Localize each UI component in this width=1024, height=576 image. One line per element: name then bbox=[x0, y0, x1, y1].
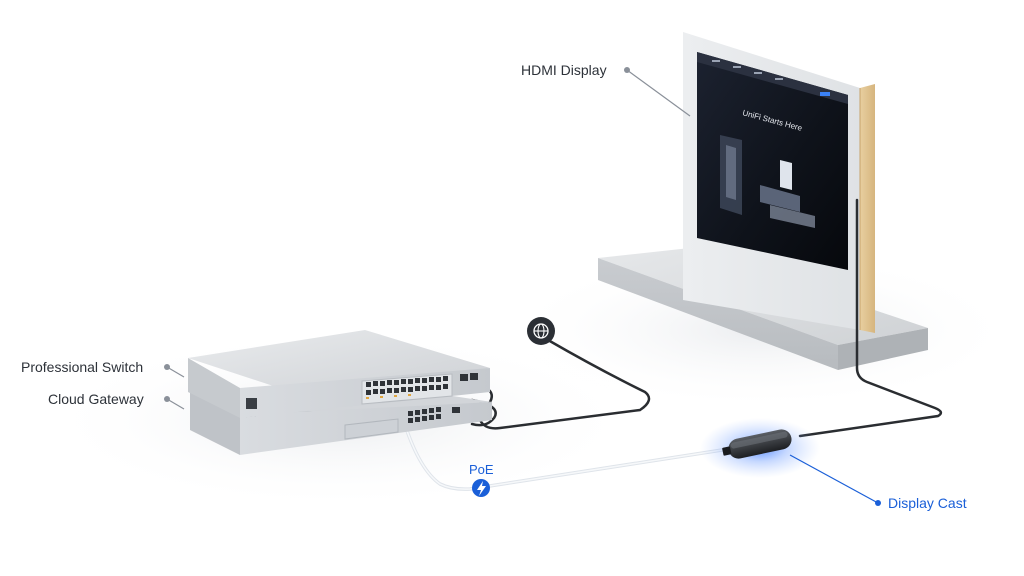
internet-cable bbox=[478, 338, 651, 430]
display-cast-leader bbox=[789, 454, 881, 506]
lightning-icon bbox=[472, 479, 490, 497]
hdmi-display-leader bbox=[624, 67, 691, 117]
hdmi-display-label: HDMI Display bbox=[521, 62, 607, 78]
poe-label: PoE bbox=[469, 462, 494, 477]
cloud-gateway-leader bbox=[164, 396, 185, 410]
hdmi-display-unit: UniFi Starts Here bbox=[598, 32, 943, 438]
hdmi-display-screen: UniFi Starts Here bbox=[697, 52, 848, 270]
display-cast-device bbox=[700, 418, 820, 478]
globe-icon bbox=[527, 317, 555, 345]
professional-switch-leader bbox=[164, 364, 185, 378]
professional-switch-label: Professional Switch bbox=[21, 359, 144, 375]
professional-switch-device bbox=[188, 330, 490, 418]
cloud-gateway-label: Cloud Gateway bbox=[48, 391, 144, 407]
display-cast-label: Display Cast bbox=[888, 495, 967, 511]
network-stack bbox=[188, 330, 492, 455]
